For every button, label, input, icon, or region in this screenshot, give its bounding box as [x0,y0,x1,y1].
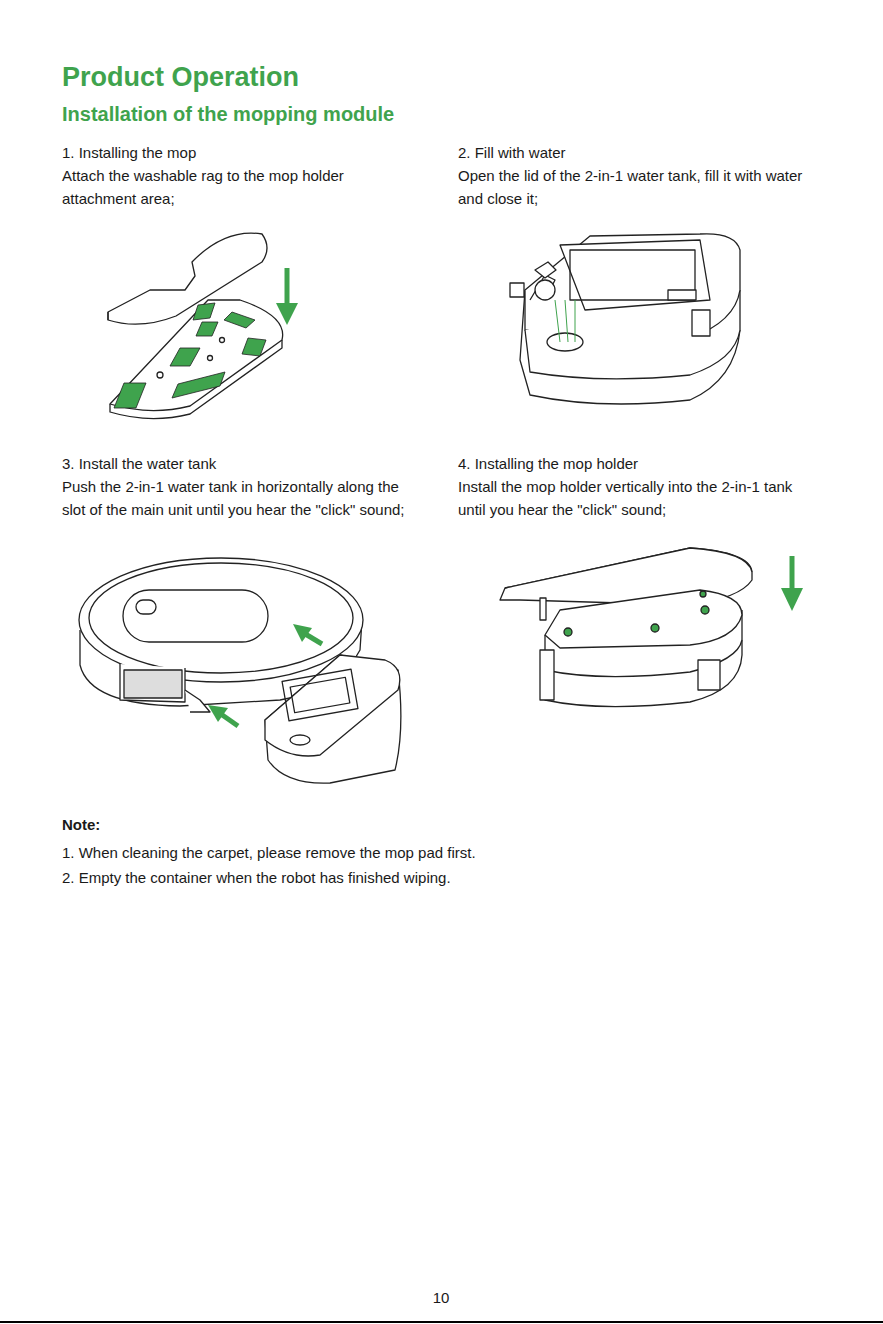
water-tank-open [510,234,740,404]
step-heading: 3. Install the water tank [62,452,216,475]
step-text: Attach the washable rag to the mop holde… [62,164,402,210]
section-heading: Installation of the mopping module [62,103,394,126]
step-heading: 1. Installing the mop [62,141,196,164]
page-number: 10 [391,1289,491,1306]
note-item: 2. Empty the container when the robot ha… [62,866,451,889]
mop-holder [110,300,283,419]
step-heading: 2. Fill with water [458,141,566,164]
note-item: 1. When cleaning the carpet, please remo… [62,841,476,864]
step-text: Open the lid of the 2-in-1 water tank, f… [458,164,818,210]
note-heading: Note: [62,816,100,833]
page-title: Product Operation [62,62,299,93]
step-text: Install the mop holder vertically into t… [458,475,818,521]
tank-and-mop-holder [500,548,752,707]
water-tank [265,655,401,783]
direction-arrows [208,268,803,726]
page-rule [0,1321,883,1323]
step-heading: 4. Installing the mop holder [458,452,638,475]
step-text: Push the 2-in-1 water tank in horizontal… [62,475,412,521]
